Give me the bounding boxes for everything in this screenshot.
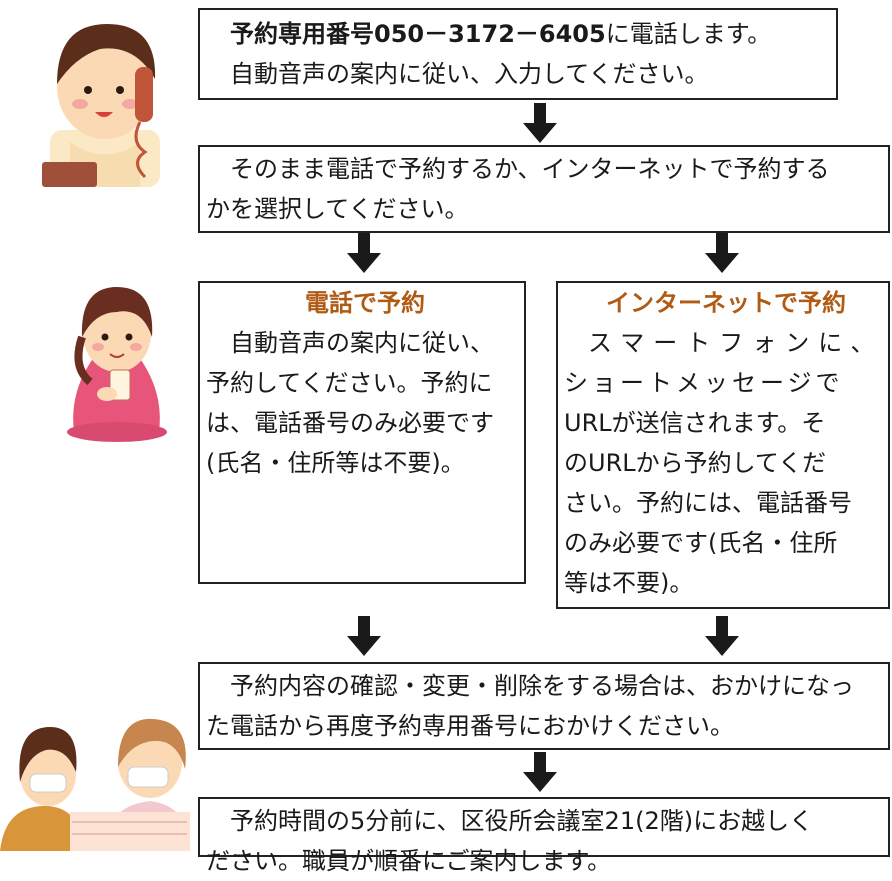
step1-line1-rest: に電話します。 xyxy=(605,20,772,48)
woman-smartphone-illustration xyxy=(67,287,167,442)
internet-reservation-heading: インターネットで予約 xyxy=(606,289,846,317)
phone-line-4: (氏名・住所等は不要)。 xyxy=(206,449,465,477)
phone-reservation-heading: 電話で予約 xyxy=(305,289,425,317)
step-call-box: 予約専用番号050－3172－6405に電話します。 自動音声の案内に従い、入力… xyxy=(198,8,838,100)
phone-line-3: は、電話番号のみ必要です xyxy=(206,409,494,437)
reservation-number: 予約専用番号050－3172－6405 xyxy=(230,20,606,48)
modify-reservation-box: 予約内容の確認・変更・削除をする場合は、おかけになっ た電話から再度予約専用番号… xyxy=(198,662,890,750)
internet-line-3: URLが送信されます。そ xyxy=(564,409,826,437)
internet-line-6: のみ必要です(氏名・住所 xyxy=(564,529,838,557)
arrival-instructions-box: 予約時間の5分前に、区役所会議室21(2階)にお越しく ださい。職員が順番にご案… xyxy=(198,797,890,875)
arrow-down-icon xyxy=(705,616,739,656)
step-choose-box: そのまま電話で予約するか、インターネットで予約する かを選択してください。 xyxy=(198,145,890,233)
arrow-down-icon xyxy=(347,616,381,656)
step1-line2: 自動音声の案内に従い、入力してください。 xyxy=(230,60,709,88)
internet-line-7: 等は不要)。 xyxy=(564,569,694,597)
arrow-down-icon xyxy=(523,752,557,792)
step2-line2: かを選択してください。 xyxy=(206,195,469,223)
arrow-down-icon xyxy=(705,233,739,273)
arrow-down-icon xyxy=(347,233,381,273)
step4-line2: た電話から再度予約専用番号におかけください。 xyxy=(206,712,734,740)
phone-reservation-box: 電話で予約 自動音声の案内に従い、 予約してください。予約に は、電話番号のみ必… xyxy=(198,281,526,584)
phone-line-1: 自動音声の案内に従い、 xyxy=(230,329,494,357)
internet-line-5: さい。予約には、電話番号 xyxy=(564,489,852,517)
step4-line1: 予約内容の確認・変更・削除をする場合は、おかけになっ xyxy=(230,672,854,700)
step5-line1: 予約時間の5分前に、区役所会議室21(2階)にお越しく xyxy=(230,807,814,835)
person-phone-illustration xyxy=(42,24,160,187)
internet-line-1: スマートフォンに、 xyxy=(588,329,884,357)
arrow-down-icon xyxy=(523,103,557,143)
step2-line1: そのまま電話で予約するか、インターネットで予約する xyxy=(230,155,830,183)
internet-line-2: ショートメッセージで xyxy=(564,369,844,397)
internet-line-4: のURLから予約してくだ xyxy=(564,449,827,477)
reception-desk-illustration xyxy=(0,718,190,851)
internet-reservation-box: インターネットで予約 スマートフォンに、 ショートメッセージで URLが送信され… xyxy=(556,281,890,609)
phone-line-2: 予約してください。予約に xyxy=(206,369,493,397)
step5-line2: ださい。職員が順番にご案内します。 xyxy=(206,847,612,875)
